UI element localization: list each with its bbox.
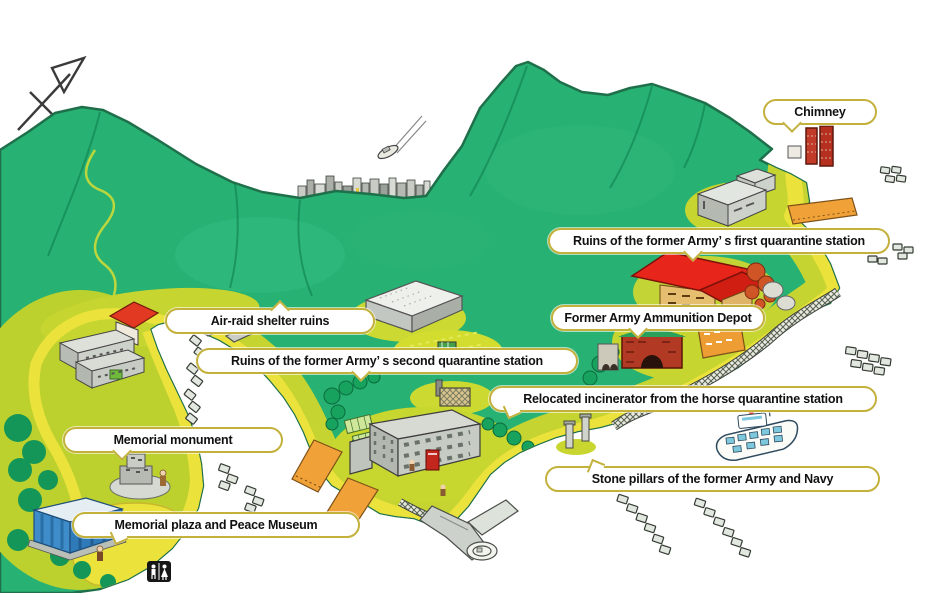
label-memorial-monument: Memorial monument: [63, 427, 283, 461]
label-text: Relocated incinerator from the horse qua…: [523, 392, 843, 406]
label-ammunition-depot: Former Army Ammunition Depot: [551, 305, 765, 339]
museum-icon: [27, 497, 127, 561]
label-text: Air-raid shelter ruins: [210, 314, 330, 328]
label-memorial-plaza-peace-museum: Memorial plaza and Peace Museum: [72, 512, 360, 546]
label-first-quarantine-station: Ruins of the former Army’ s first quaran…: [548, 228, 890, 262]
label-text: Memorial monument: [113, 433, 233, 447]
ferry-icon: [715, 404, 799, 461]
concrete-pier: [419, 499, 519, 561]
stone-pillars-icon: [556, 413, 596, 455]
oyster-raft-icon: [183, 165, 914, 558]
label-horse-quarantine-incinerator: Relocated incinerator from the horse qua…: [489, 386, 877, 420]
pier-icon: [787, 197, 858, 225]
north-arrow-icon: [17, 55, 87, 131]
label-chimney: Chimney: [763, 99, 877, 133]
chimney-icon: [787, 125, 834, 167]
visitor-figure: [96, 545, 104, 561]
label-text: Chimney: [794, 105, 846, 119]
warehouse-icon: [696, 168, 777, 227]
boat-icon: [377, 115, 427, 160]
label-text: Memorial plaza and Peace Museum: [114, 518, 318, 532]
second-quarantine-shed: [364, 280, 464, 333]
restroom-icon: [147, 561, 171, 582]
label-text: Ruins of the former Army’ s second quara…: [231, 354, 543, 368]
ammunition-depot-building: [597, 281, 796, 371]
village-houses: [58, 301, 160, 389]
label-text: Ruins of the former Army’ s first quaran…: [573, 234, 865, 248]
label-text: Former Army Ammunition Depot: [564, 311, 752, 325]
label-text: Stone pillars of the former Army and Nav…: [591, 472, 834, 486]
label-stone-pillars: Stone pillars of the former Army and Nav…: [545, 458, 880, 492]
factory-icon: [349, 409, 482, 496]
monument-icon: [109, 453, 171, 500]
label-air-raid-shelter: Air-raid shelter ruins: [165, 300, 375, 334]
label-second-quarantine-station: Ruins of the former Army’ s second quara…: [196, 348, 578, 382]
